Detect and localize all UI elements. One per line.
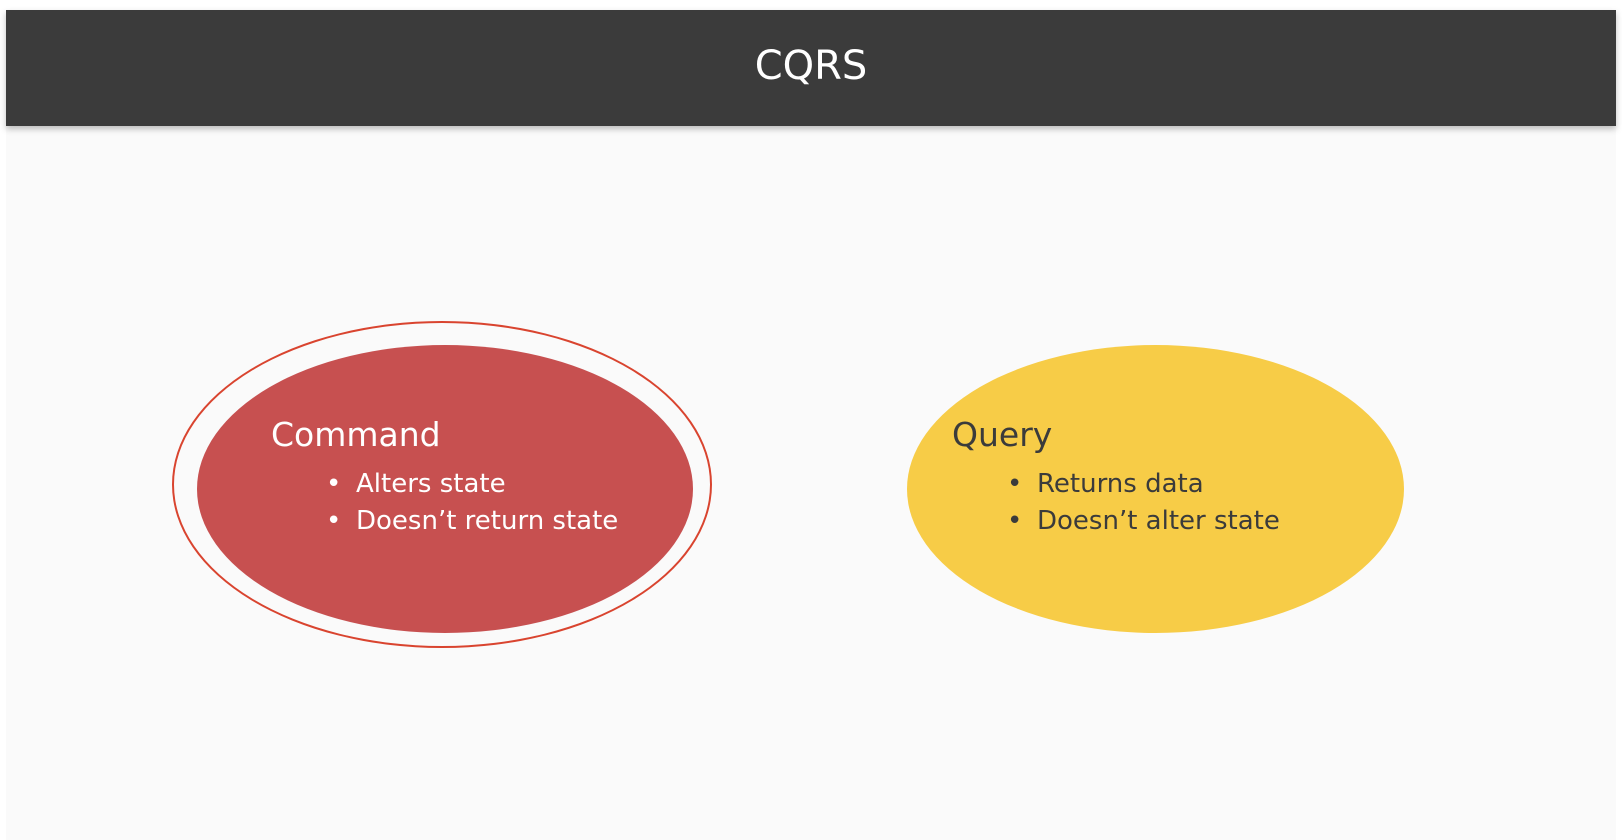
title-bar: CQRS — [6, 10, 1616, 126]
command-selection-ring — [172, 321, 712, 648]
command-ellipse[interactable] — [197, 345, 693, 633]
query-bullet-item: •Returns data — [1007, 466, 1280, 503]
bullet-dot-icon: • — [1007, 469, 1023, 499]
query-bullet-list: •Returns data •Doesn’t alter state — [1007, 466, 1280, 540]
command-bullet-item: •Alters state — [326, 466, 618, 503]
slide-title: CQRS — [754, 43, 868, 89]
query-heading: Query — [952, 415, 1053, 454]
command-heading: Command — [271, 415, 441, 454]
bullet-dot-icon: • — [1007, 506, 1023, 536]
bullet-dot-icon: • — [326, 506, 342, 536]
bullet-dot-icon: • — [326, 469, 342, 499]
query-bullet-item: •Doesn’t alter state — [1007, 503, 1280, 540]
command-bullet-item: •Doesn’t return state — [326, 503, 618, 540]
query-ellipse[interactable] — [907, 345, 1404, 633]
command-bullet-list: •Alters state •Doesn’t return state — [326, 466, 618, 540]
slide-canvas: CQRS Command •Alters state •Doesn’t retu… — [6, 10, 1616, 840]
